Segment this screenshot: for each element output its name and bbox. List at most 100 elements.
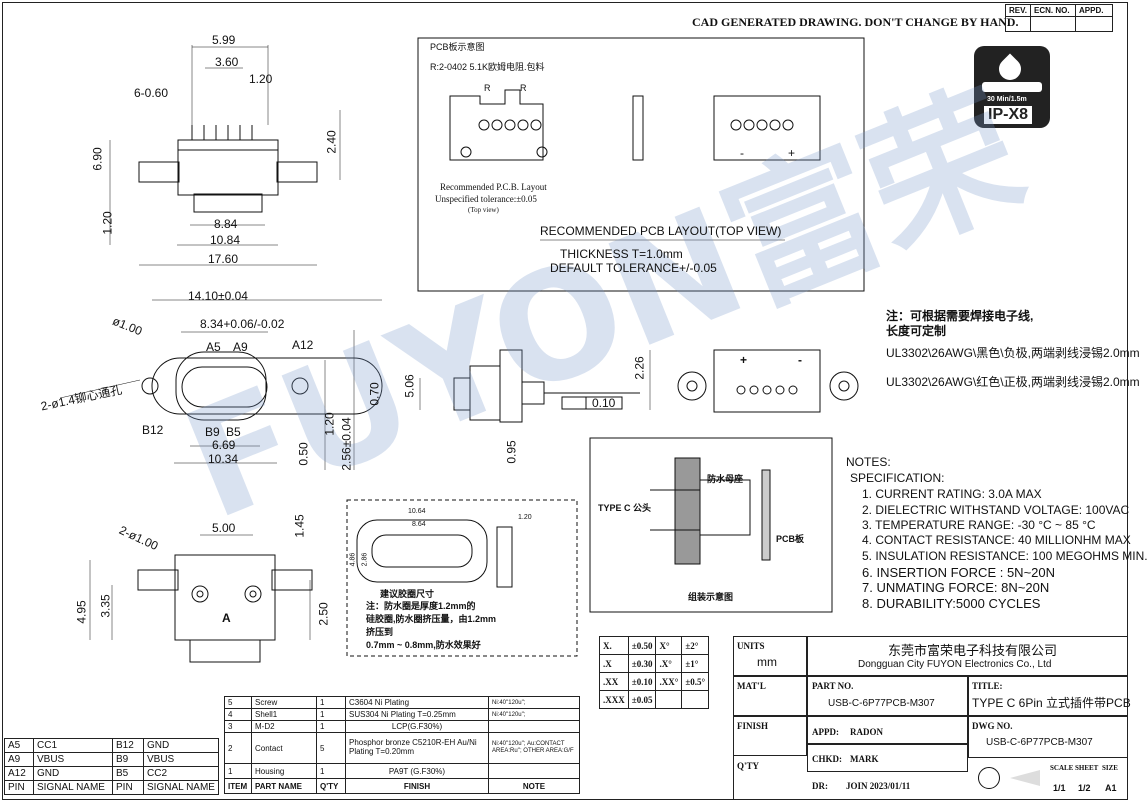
label-b5: B5	[226, 425, 241, 439]
wire-note-line2: 长度可定制	[886, 324, 947, 338]
dim-17-60: 17.60	[208, 252, 239, 266]
wire-pcb-plus: +	[740, 353, 748, 367]
chkd-value: MARK	[850, 754, 879, 764]
pcb-edge-view	[632, 95, 644, 161]
label-a9: A9	[233, 340, 248, 354]
pcb-tolerance: DEFAULT TOLERANCE+/-0.05	[550, 261, 717, 275]
pcb-layout-left	[449, 89, 548, 161]
title-block-units-cell	[733, 636, 807, 676]
scale-value: 1/1	[1053, 783, 1066, 793]
pcb-note-1: Recommended P.C.B. Layout	[440, 182, 547, 192]
dim-6-90: 6.90	[90, 147, 105, 171]
wire-note-line1: 注：可根据需要焊接电子线,	[886, 309, 1034, 323]
wire-pcb-minus: -	[798, 353, 802, 367]
dim-10-34: 10.34	[208, 452, 239, 466]
wire-pcb	[677, 349, 859, 413]
dwg-cell	[968, 716, 1128, 758]
label-a5: A5	[206, 340, 221, 354]
dim-1-20b: 1.20	[100, 211, 115, 235]
side-view	[419, 349, 651, 423]
assembly-title: 组装示意图	[688, 592, 734, 602]
title-cell	[968, 676, 1128, 716]
pcb-panel-frame	[417, 37, 865, 292]
gasket-note-4: 0.7mm ~ 0.8mm,防水效果好	[366, 640, 481, 650]
revision-table: REV. ECN. NO. APPD.	[1005, 4, 1113, 32]
dim-8-84: 8.84	[214, 217, 238, 231]
size-label: SIZE	[1102, 764, 1118, 772]
assembly-seat-label: 防水母座	[707, 474, 744, 484]
badge-depth: 30 Min/1.5m	[987, 96, 1027, 103]
pcb-plus: +	[788, 146, 796, 160]
finish-cell	[733, 716, 807, 756]
pcb-note-3: (Top view)	[468, 206, 499, 214]
appd-cell	[807, 716, 968, 744]
dim-4-95: 4.95	[74, 600, 89, 624]
dim-6-060: 6-0.60	[134, 86, 169, 100]
dim-3-35: 3.35	[98, 594, 113, 618]
gasket-dim-1-20: 1.20	[518, 514, 532, 521]
notes-spec: SPECIFICATION:	[850, 471, 945, 485]
dim-0-50: 0.50	[296, 442, 311, 466]
label-b12: B12	[142, 423, 164, 437]
pcb-note-2: Unspecified tolerance:±0.05	[435, 194, 537, 204]
dim-0-10: 0.10	[592, 396, 616, 410]
note-item-5: 5. INSULATION RESISTANCE: 100 MEGOHMS MI…	[862, 549, 1148, 563]
dr-value: JOIN 2023/01/11	[846, 781, 911, 791]
pin-a-mark: A	[222, 611, 231, 625]
gasket-frame	[346, 499, 578, 657]
pcb-resistor-note: R:2-0402 5.1K欧姆电阻.包料	[430, 62, 545, 72]
assembly-pcb-label: PCB板	[776, 534, 805, 544]
gasket-dim-2-86: 2.86	[361, 552, 369, 567]
pcb-layout-heading: RECOMMENDED PCB LAYOUT(TOP VIEW)	[540, 224, 782, 238]
gasket-note-2: 硅胶圈,防水圈挤压量，由1.2mm	[366, 614, 497, 624]
note-item-3: 3. TEMPERATURE RANGE: -30 °C ~ 85 °C	[862, 518, 1096, 532]
dim-5-99: 5.99	[212, 33, 236, 47]
company-cell	[807, 636, 1128, 676]
dim-1-45: 1.45	[292, 514, 307, 538]
dim-2-56: 2.56±0.04	[339, 417, 354, 471]
wire-spec-red: UL3302\26AWG\红色\正极,两端剥线浸锡2.0mm	[886, 375, 1140, 389]
gasket-note-3: 挤压到	[366, 627, 394, 637]
gasket-dim-8-64: 8.64	[412, 521, 426, 528]
dim-0-95: 0.95	[504, 440, 519, 464]
units-value: mm	[757, 655, 777, 669]
size-value: A1	[1105, 783, 1117, 793]
title-label: TITLE:	[972, 681, 1003, 691]
dim-10-84: 10.84	[210, 233, 241, 247]
assembly-frame	[589, 437, 833, 613]
note-item-7: 7. UNMATING FORCE: 8N~20N	[862, 580, 1050, 595]
dim-2-26: 2.26	[632, 356, 647, 380]
dim-0-70: 0.70	[367, 382, 382, 406]
dim-5-06: 5.06	[402, 374, 417, 398]
company-cn: 东莞市富荣电子科技有限公司	[888, 643, 1058, 658]
dim-1-20c: 1.20	[322, 412, 337, 436]
company-en: Dongguan City FUYON Electronics Co., Ltd	[858, 659, 1052, 670]
pcb-minus: -	[740, 146, 744, 160]
dim-3-60: 3.60	[215, 55, 239, 69]
top-view	[109, 45, 341, 266]
assembly-sketch	[650, 457, 771, 565]
matl-cell	[733, 676, 807, 716]
notes-title: NOTES:	[846, 455, 891, 469]
note-item-2: 2. DIELECTRIC WITHSTAND VOLTAGE: 100VAC	[862, 503, 1130, 517]
label-b9: B9	[205, 425, 220, 439]
dim-8-34: 8.34+0.06/-0.02	[200, 317, 285, 331]
note-item-8: 8. DURABILITY:5000 CYCLES	[862, 596, 1041, 611]
gasket-sketch	[356, 519, 513, 588]
wire-spec-black: UL3302\26AWG\黑色\负极,两端剥线浸锡2.0mm	[886, 346, 1140, 360]
cad-notice: CAD GENERATED DRAWING. DON'T CHANGE BY H…	[692, 15, 1019, 29]
qty-label: Q'TY	[737, 761, 760, 771]
matl-label: MAT'L	[737, 681, 766, 691]
note-item-4: 4. CONTACT RESISTANCE: 40 MILLIONHM MAX	[862, 533, 1131, 547]
part-no-label: PART NO.	[812, 681, 854, 691]
gasket-dim-4-86: 4.86	[349, 552, 357, 567]
bottom-view	[89, 534, 313, 663]
part-no-cell	[807, 676, 968, 716]
projection-cone-icon	[1010, 770, 1040, 786]
appd-label: APPD:	[812, 727, 839, 737]
gasket-dim-10-64: 10.64	[408, 508, 426, 515]
dwg-value: USB-C-6P77PCB-M307	[986, 737, 1093, 748]
gasket-title: 建议胶圈尺寸	[380, 589, 435, 599]
